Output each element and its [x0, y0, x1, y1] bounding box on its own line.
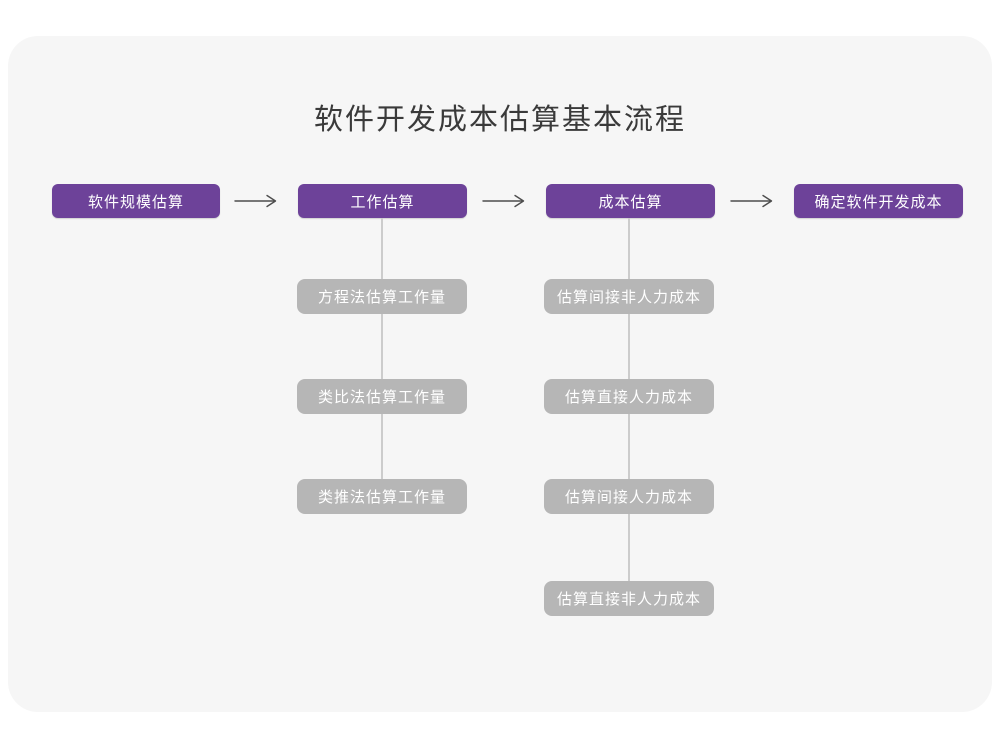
method-box-analogy: 类比法估算工作量 — [297, 379, 467, 414]
connector-line — [381, 218, 383, 280]
flow-step-cost-estimation: 成本估算 — [546, 184, 715, 218]
connector-line — [381, 414, 383, 480]
diagram-title: 软件开发成本估算基本流程 — [313, 104, 686, 136]
arrow-right-icon — [233, 194, 279, 208]
connector-line — [628, 314, 630, 380]
method-box-extrapolation: 类推法估算工作量 — [297, 479, 467, 514]
arrow-right-icon — [481, 194, 527, 208]
cost-step-direct-labor: 估算直接人力成本 — [544, 379, 714, 414]
arrow-right-icon — [729, 194, 775, 208]
cost-step-indirect-nonlabor: 估算间接非人力成本 — [544, 279, 714, 314]
cost-step-indirect-labor: 估算间接人力成本 — [544, 479, 714, 514]
connector-line — [381, 314, 383, 380]
flowchart-card: 软件开发成本估算基本流程 软件规模估算 工作估算 成本估算 确定软件开发成本 — [8, 36, 992, 712]
method-box-equation: 方程法估算工作量 — [297, 279, 467, 314]
flow-step-work-estimation: 工作估算 — [298, 184, 467, 218]
connector-line — [628, 514, 630, 582]
connector-line — [628, 218, 630, 280]
flow-step-determine-development-cost: 确定软件开发成本 — [794, 184, 963, 218]
cost-step-direct-nonlabor: 估算直接非人力成本 — [544, 581, 714, 616]
connector-line — [628, 414, 630, 480]
flow-step-software-scale-estimation: 软件规模估算 — [52, 184, 220, 218]
